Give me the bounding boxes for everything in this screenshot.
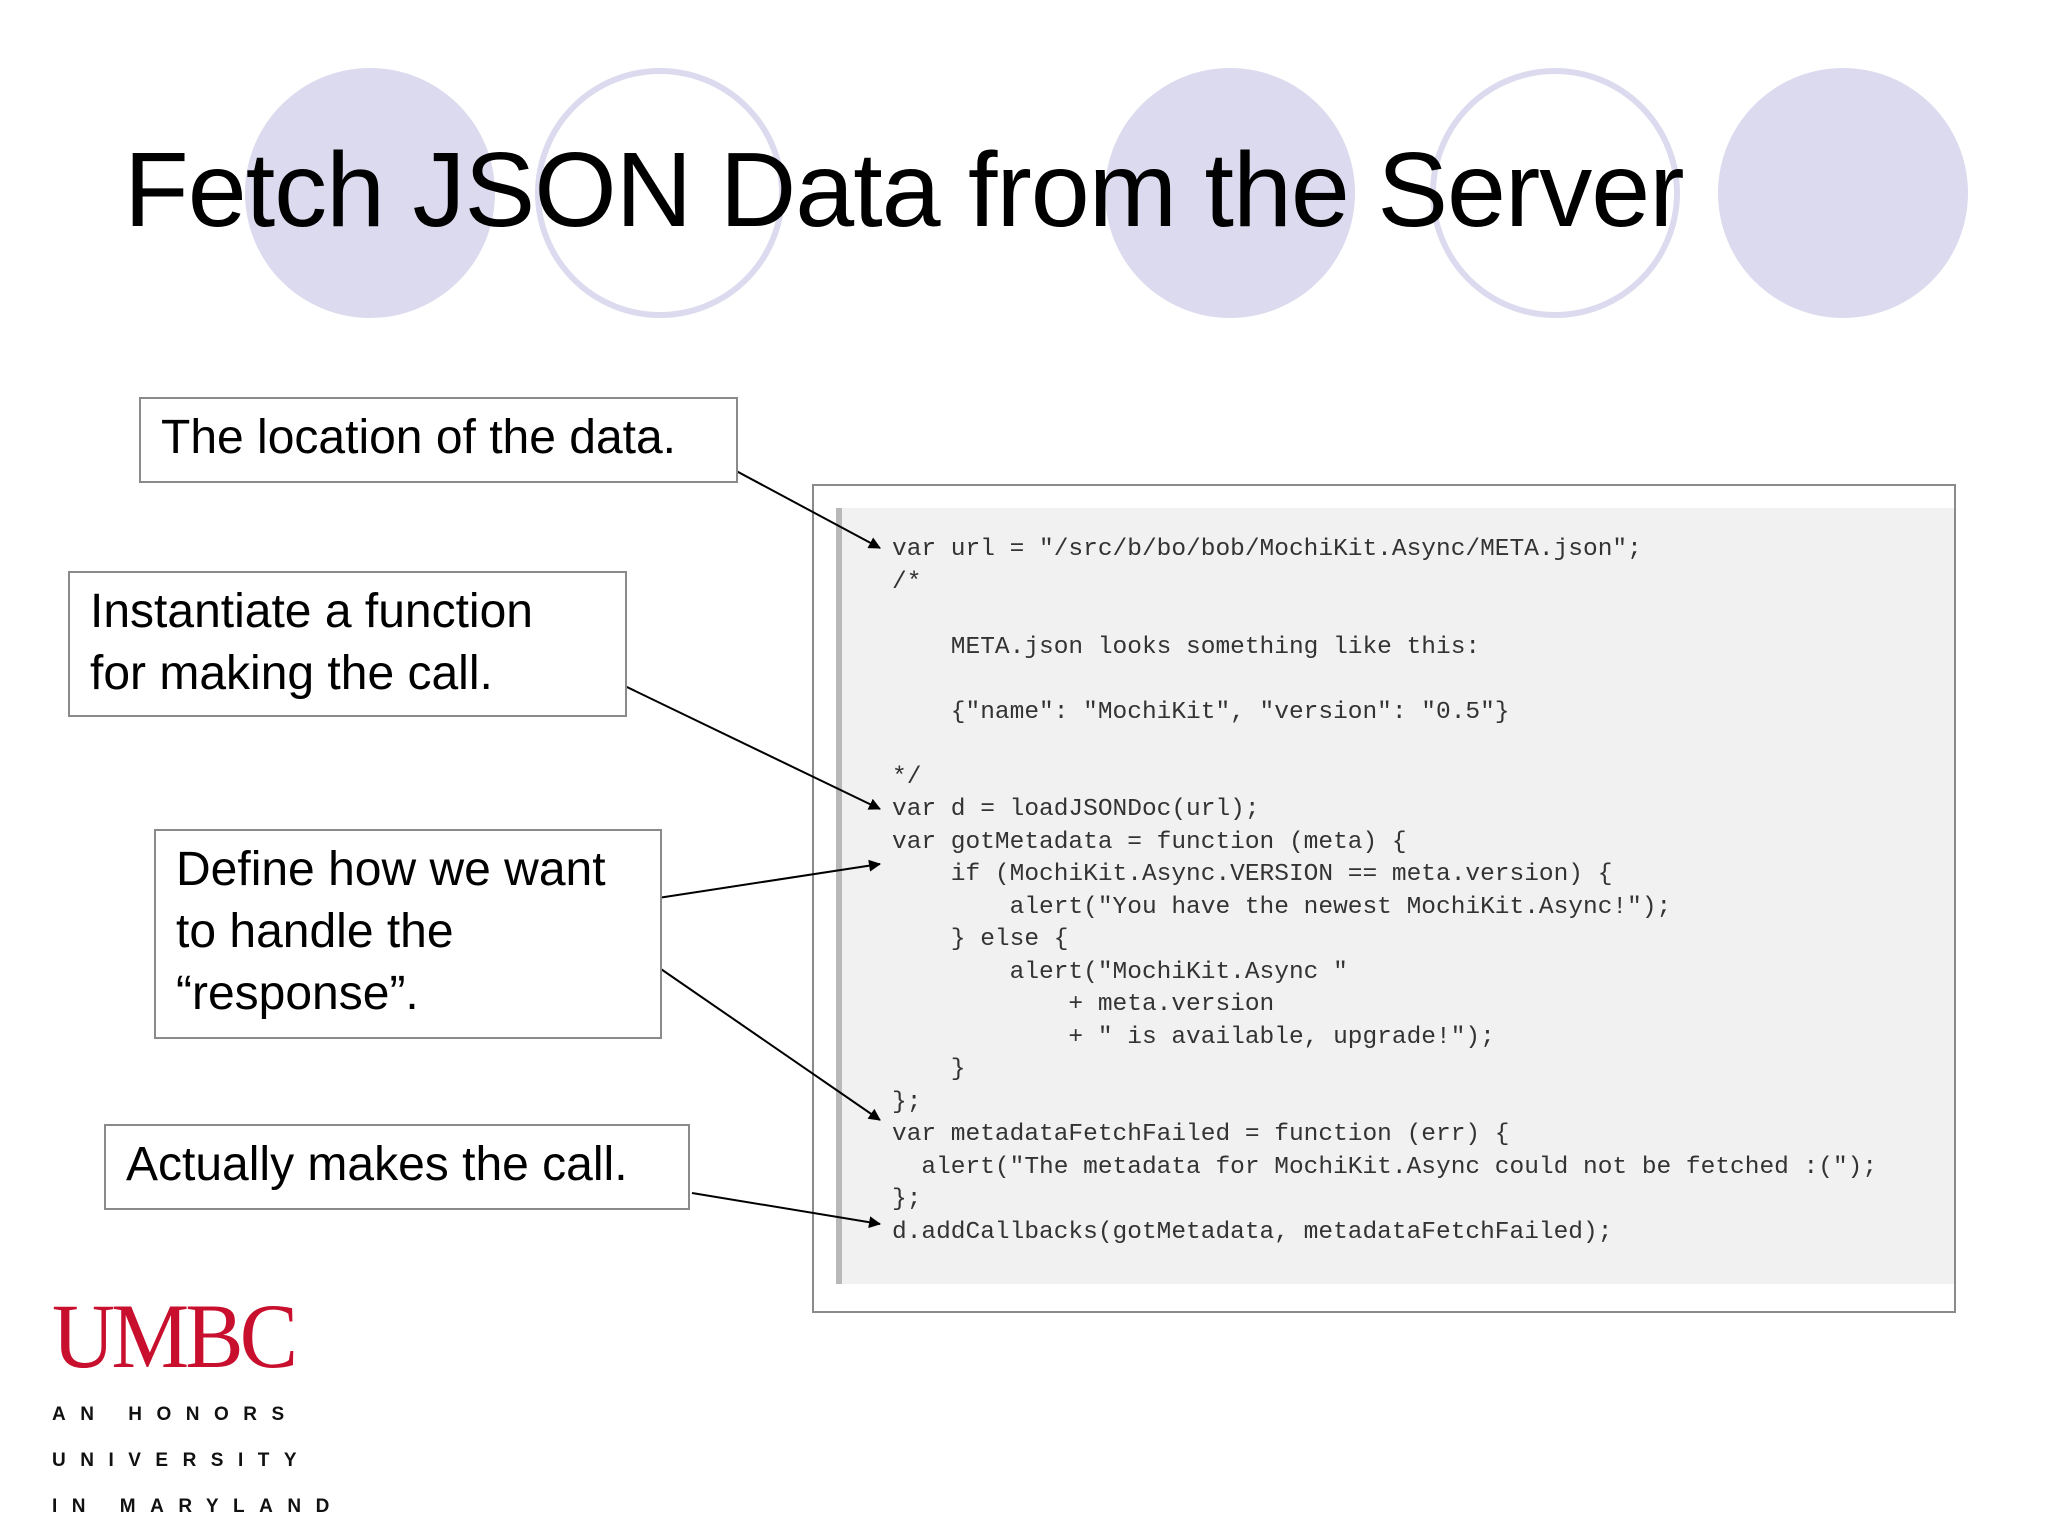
code-line: + meta.version bbox=[892, 991, 1275, 1018]
code-line: }; bbox=[892, 1186, 922, 1213]
code-line: }; bbox=[892, 1088, 922, 1116]
callout-instantiate-line: for making the call. bbox=[90, 647, 493, 700]
code-line: + " is available, upgrade!"); bbox=[892, 1023, 1495, 1051]
code-line: var d = loadJSONDoc(url); bbox=[892, 796, 1260, 823]
code-line: } else { bbox=[892, 926, 1069, 953]
code-line: d.addCallbacks(gotMetadata, metadataFetc… bbox=[892, 1218, 1613, 1246]
code-frame: var url = "/src/b/bo/bob/MochiKit.Async/… bbox=[812, 484, 1956, 1313]
logo-tagline: AN HONORS UNIVERSITY IN MARYLAND bbox=[52, 1392, 344, 1530]
decorative-circle-5 bbox=[1718, 68, 1968, 318]
arrow-define-end bbox=[657, 966, 881, 1121]
code-line: alert("You have the newest MochiKit.Asyn… bbox=[892, 893, 1672, 921]
callout-actually: Actually makes the call. bbox=[104, 1124, 690, 1210]
decorative-circle-3 bbox=[1105, 68, 1355, 318]
arrow-instantiate bbox=[603, 675, 881, 810]
callout-instantiate-line: Instantiate a function bbox=[90, 585, 533, 638]
callout-instantiate: Instantiate a function for making the ca… bbox=[68, 571, 627, 717]
callout-define-handler: Define how we want to handle the “respon… bbox=[154, 829, 662, 1039]
callout-define-line: “response”. bbox=[176, 967, 419, 1020]
decorative-circle-1 bbox=[245, 68, 495, 318]
slide-title: Fetch JSON Data from the Server bbox=[124, 131, 1685, 249]
logo-tagline-line: AN HONORS bbox=[52, 1404, 299, 1425]
code-line: var url = "/src/b/bo/bob/MochiKit.Async/… bbox=[892, 536, 1642, 563]
code-line: {"name": "MochiKit", "version": "0.5"} bbox=[892, 698, 1510, 726]
code-line: var metadataFetchFailed = function (err)… bbox=[892, 1121, 1510, 1148]
logo-tagline-line: UNIVERSITY bbox=[52, 1450, 312, 1471]
arrow-location bbox=[711, 457, 881, 549]
code-block: var url = "/src/b/bo/bob/MochiKit.Async/… bbox=[892, 534, 1877, 1249]
code-line: META.json looks something like this: bbox=[892, 633, 1481, 661]
code-line: /* bbox=[892, 568, 922, 596]
code-line: if (MochiKit.Async.VERSION == meta.versi… bbox=[892, 861, 1613, 888]
decorative-circle-2 bbox=[535, 68, 785, 318]
logo-wordmark: UMBC bbox=[52, 1285, 298, 1387]
callout-define-line: to handle the bbox=[176, 905, 454, 958]
callout-location-text: The location of the data. bbox=[161, 411, 677, 464]
logo-tagline-line: IN MARYLAND bbox=[52, 1496, 344, 1517]
code-panel: var url = "/src/b/bo/bob/MochiKit.Async/… bbox=[836, 508, 1954, 1284]
callout-actually-text: Actually makes the call. bbox=[126, 1138, 628, 1191]
code-line: alert("MochiKit.Async " bbox=[892, 958, 1348, 986]
umbc-logo: UMBC AN HONORS UNIVERSITY IN MARYLAND bbox=[52, 1290, 344, 1530]
callout-location: The location of the data. bbox=[139, 397, 738, 483]
code-line: } bbox=[892, 1056, 966, 1083]
code-line: var gotMetadata = function (meta) { bbox=[892, 828, 1407, 856]
decorative-circle-4 bbox=[1430, 68, 1680, 318]
arrow-define-handler bbox=[657, 859, 881, 899]
callout-define-line: Define how we want bbox=[176, 843, 606, 896]
arrow-actually bbox=[691, 1192, 881, 1229]
code-line: */ bbox=[892, 763, 922, 791]
code-line: alert("The metadata for MochiKit.Async c… bbox=[892, 1153, 1878, 1181]
